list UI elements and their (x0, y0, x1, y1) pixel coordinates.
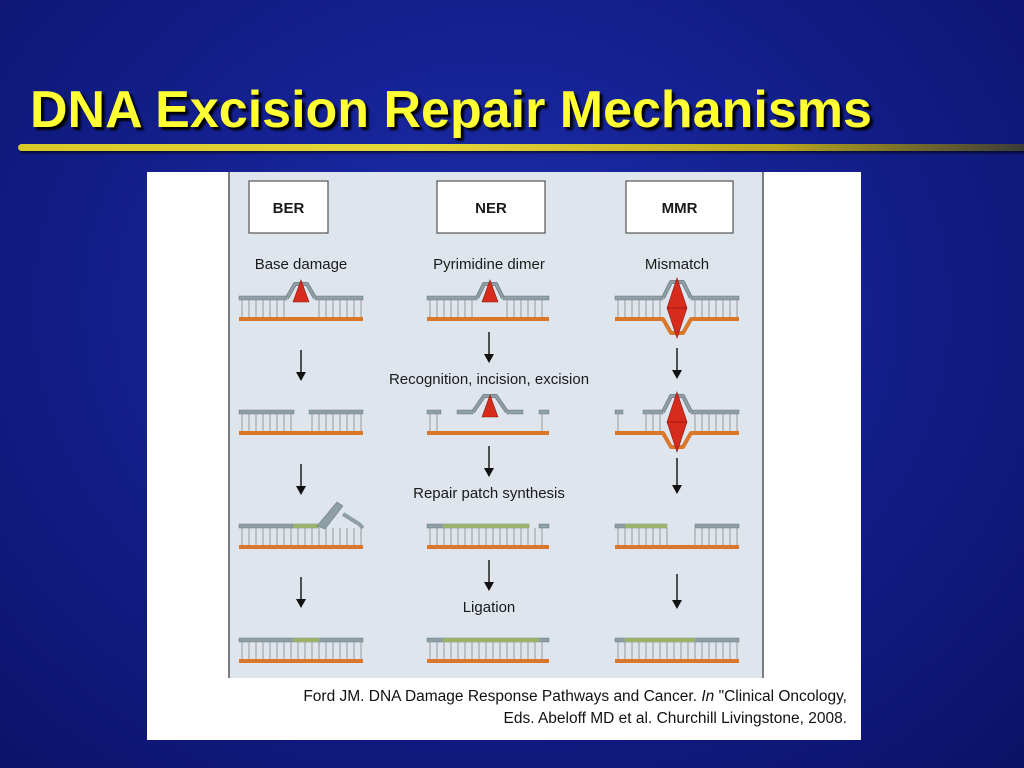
base-pair-rungs (241, 642, 362, 659)
citation-suffix: "Clinical Oncology, (714, 688, 847, 705)
mmr-repair-patch (625, 524, 667, 528)
base-pair-rungs (617, 414, 738, 431)
base-pair-rungs (429, 414, 543, 431)
step-arrow-head (672, 485, 682, 494)
step-arrow-head (296, 372, 306, 381)
step-arrow-head (484, 354, 494, 363)
citation-line-2: Eds. Abeloff MD et al. Churchill Livings… (503, 710, 848, 727)
ner-pyrimidine-dimer (481, 279, 499, 303)
step-arrow-head (672, 600, 682, 609)
ner-damaged-strand (502, 295, 550, 301)
ber-damage-label: Base damage (255, 256, 348, 273)
repair-diagram: BER NER MMR Base damage Pyrimidine dimer… (228, 172, 764, 678)
base-pair-rungs (429, 300, 543, 317)
mmr-strand (690, 409, 740, 415)
ner-excised-dimer (481, 394, 499, 418)
step-arrow-head (484, 468, 494, 477)
ner-strand-end (538, 523, 550, 529)
base-pair-rungs (429, 528, 543, 545)
template-strand (427, 431, 549, 435)
ber-label-box (248, 180, 329, 234)
mmr-damage-label: Mismatch (645, 256, 709, 273)
template-strand (615, 545, 739, 549)
ner-repair-patch (443, 524, 529, 528)
template-strand (239, 659, 363, 663)
ber-ligated-patch (293, 638, 319, 642)
mmr-strand (642, 409, 664, 415)
ber-damaged-strand (238, 295, 288, 301)
title-underline (18, 144, 1024, 151)
mmr-strand-end (614, 409, 624, 415)
dna-duplex-illustrations (238, 277, 740, 663)
slide-title: DNA Excision Repair Mechanisms (30, 81, 872, 139)
ber-strand (238, 523, 294, 529)
ber-base-lesion (292, 279, 310, 303)
mmr-strand (694, 523, 740, 529)
ber-strand-end (341, 512, 365, 530)
base-pair-rungs (617, 528, 738, 545)
ner-excised-oligo (456, 409, 474, 415)
mmr-label: MMR (662, 200, 698, 217)
template-strand (615, 659, 739, 663)
ber-damaged-strand (314, 295, 364, 301)
step-arrow-head (296, 486, 306, 495)
ner-label-box (436, 180, 546, 234)
citation-line-1: Ford JM. DNA Damage Response Pathways an… (157, 688, 847, 706)
repair-mechanisms-figure: BER NER MMR Base damage Pyrimidine dimer… (147, 172, 861, 740)
ner-damaged-strand (426, 295, 478, 301)
base-pair-rungs (241, 414, 362, 431)
step-arrow-head (296, 599, 306, 608)
ber-displaced-flap (316, 501, 344, 530)
ner-strand-end (538, 409, 550, 415)
step-arrow-head (484, 582, 494, 591)
ner-damage-label: Pyrimidine dimer (433, 256, 545, 273)
ber-repair-patch (293, 524, 319, 528)
mmr-label-box (625, 180, 734, 234)
mmr-ligated-patch (625, 638, 695, 642)
ner-ligated-patch (443, 638, 539, 642)
template-strand (427, 659, 549, 663)
template-strand (427, 545, 549, 549)
ber-label: BER (273, 200, 305, 217)
template-strand (239, 317, 363, 321)
base-pair-rungs (617, 300, 738, 317)
ber-excised-strand (238, 409, 295, 415)
base-pair-rungs (429, 642, 543, 659)
ner-strand-end (426, 409, 442, 415)
citation-prefix: Ford JM. DNA Damage Response Pathways an… (303, 688, 702, 705)
step-recognition-label: Recognition, incision, excision (389, 371, 589, 388)
step-arrow-head (672, 370, 682, 379)
base-pair-rungs (241, 300, 362, 317)
mmr-strand (690, 295, 740, 301)
base-pair-rungs (241, 528, 362, 545)
ner-label: NER (475, 200, 507, 217)
citation-in: In (701, 688, 715, 705)
mmr-strand (614, 295, 664, 301)
ner-excised-oligo (506, 409, 524, 415)
template-strand (239, 431, 363, 435)
template-strand (239, 545, 363, 549)
template-strand (427, 317, 549, 321)
ber-excised-strand (308, 409, 364, 415)
base-pair-rungs (617, 642, 738, 659)
step-repair-synthesis-label: Repair patch synthesis (413, 485, 565, 502)
step-ligation-label: Ligation (463, 599, 516, 616)
